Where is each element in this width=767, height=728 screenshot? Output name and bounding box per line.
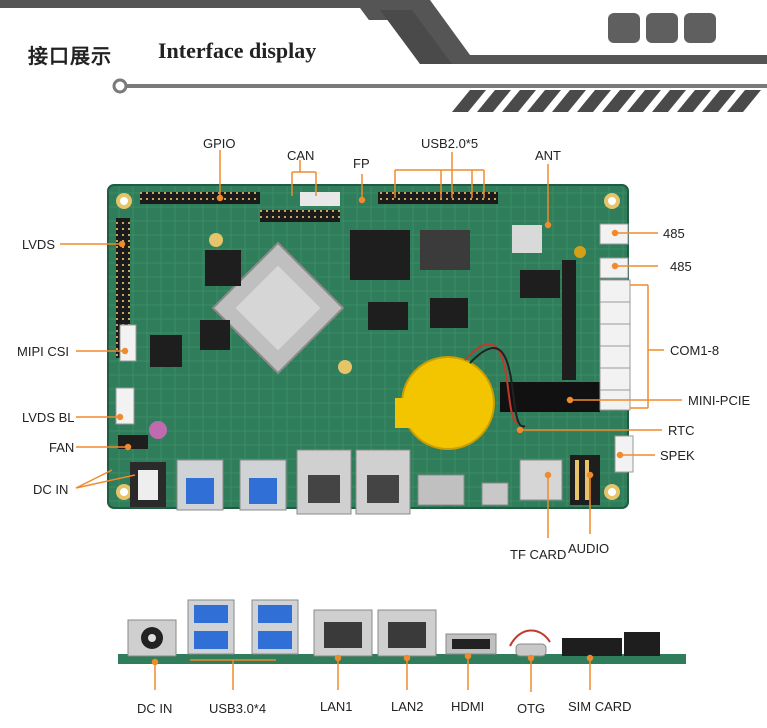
page-title-cn: 接口展示 <box>28 44 112 68</box>
label-mipi-csi: MIPI CSI <box>17 344 70 359</box>
label-rtc: RTC <box>668 423 695 438</box>
label-ant: ANT <box>535 148 561 163</box>
side-view-diagram <box>118 599 686 692</box>
label-side-hdmi: HDMI <box>451 699 485 714</box>
gpio-header <box>140 192 260 204</box>
lvds-header <box>116 218 130 358</box>
side-callout-lines <box>151 652 594 692</box>
label-fp: FP <box>353 156 370 171</box>
label-lvds-bl: LVDS BL <box>22 410 75 425</box>
spek-connector <box>614 435 634 473</box>
label-gpio: GPIO <box>203 136 236 151</box>
side-pcb <box>118 654 686 664</box>
label-side-usb30: USB3.0*4 <box>209 701 267 716</box>
tf-card-slot <box>519 459 563 501</box>
label-audio: AUDIO <box>568 541 610 556</box>
mini-pcie-slot <box>500 382 600 412</box>
label-485-b: 485 <box>670 259 692 274</box>
hdmi-port <box>417 474 465 506</box>
label-dc-in: DC IN <box>33 482 69 497</box>
callout-lines <box>60 150 682 538</box>
side-audio <box>624 632 660 656</box>
label-side-lan2: LAN2 <box>391 699 424 714</box>
label-mini-pcie: MINI-PCIE <box>688 393 751 408</box>
label-tf-card: TF CARD <box>510 547 567 562</box>
label-lvds: LVDS <box>22 237 55 252</box>
lan1-port <box>296 449 352 515</box>
label-side-sim-card: SIM CARD <box>568 699 632 714</box>
label-side-dc-in: DC IN <box>137 701 173 716</box>
label-485-a: 485 <box>663 226 685 241</box>
label-com: COM1-8 <box>670 343 720 358</box>
header-square-3 <box>684 13 716 43</box>
rtc-battery <box>401 356 495 450</box>
usb20-headers <box>378 192 498 204</box>
label-usb20: USB2.0*5 <box>421 136 479 151</box>
antenna-module <box>512 225 542 253</box>
header-decoration <box>0 0 767 112</box>
side-otg <box>515 643 547 657</box>
side-sim-card <box>562 638 622 656</box>
page-title-en: Interface display <box>158 38 317 63</box>
label-spek: SPEK <box>660 448 695 463</box>
label-side-lan1: LAN1 <box>320 699 353 714</box>
mipi-csi-connector <box>119 324 137 362</box>
label-side-otg: OTG <box>517 701 546 716</box>
header-square-2 <box>646 13 678 43</box>
header: 接口展示 Interface display <box>0 0 767 120</box>
4g-module <box>350 230 410 280</box>
label-fan: FAN <box>49 440 75 455</box>
board-diagram <box>60 150 682 538</box>
label-can: CAN <box>287 148 315 163</box>
header-square-1 <box>608 13 640 43</box>
otg-port <box>481 482 509 506</box>
